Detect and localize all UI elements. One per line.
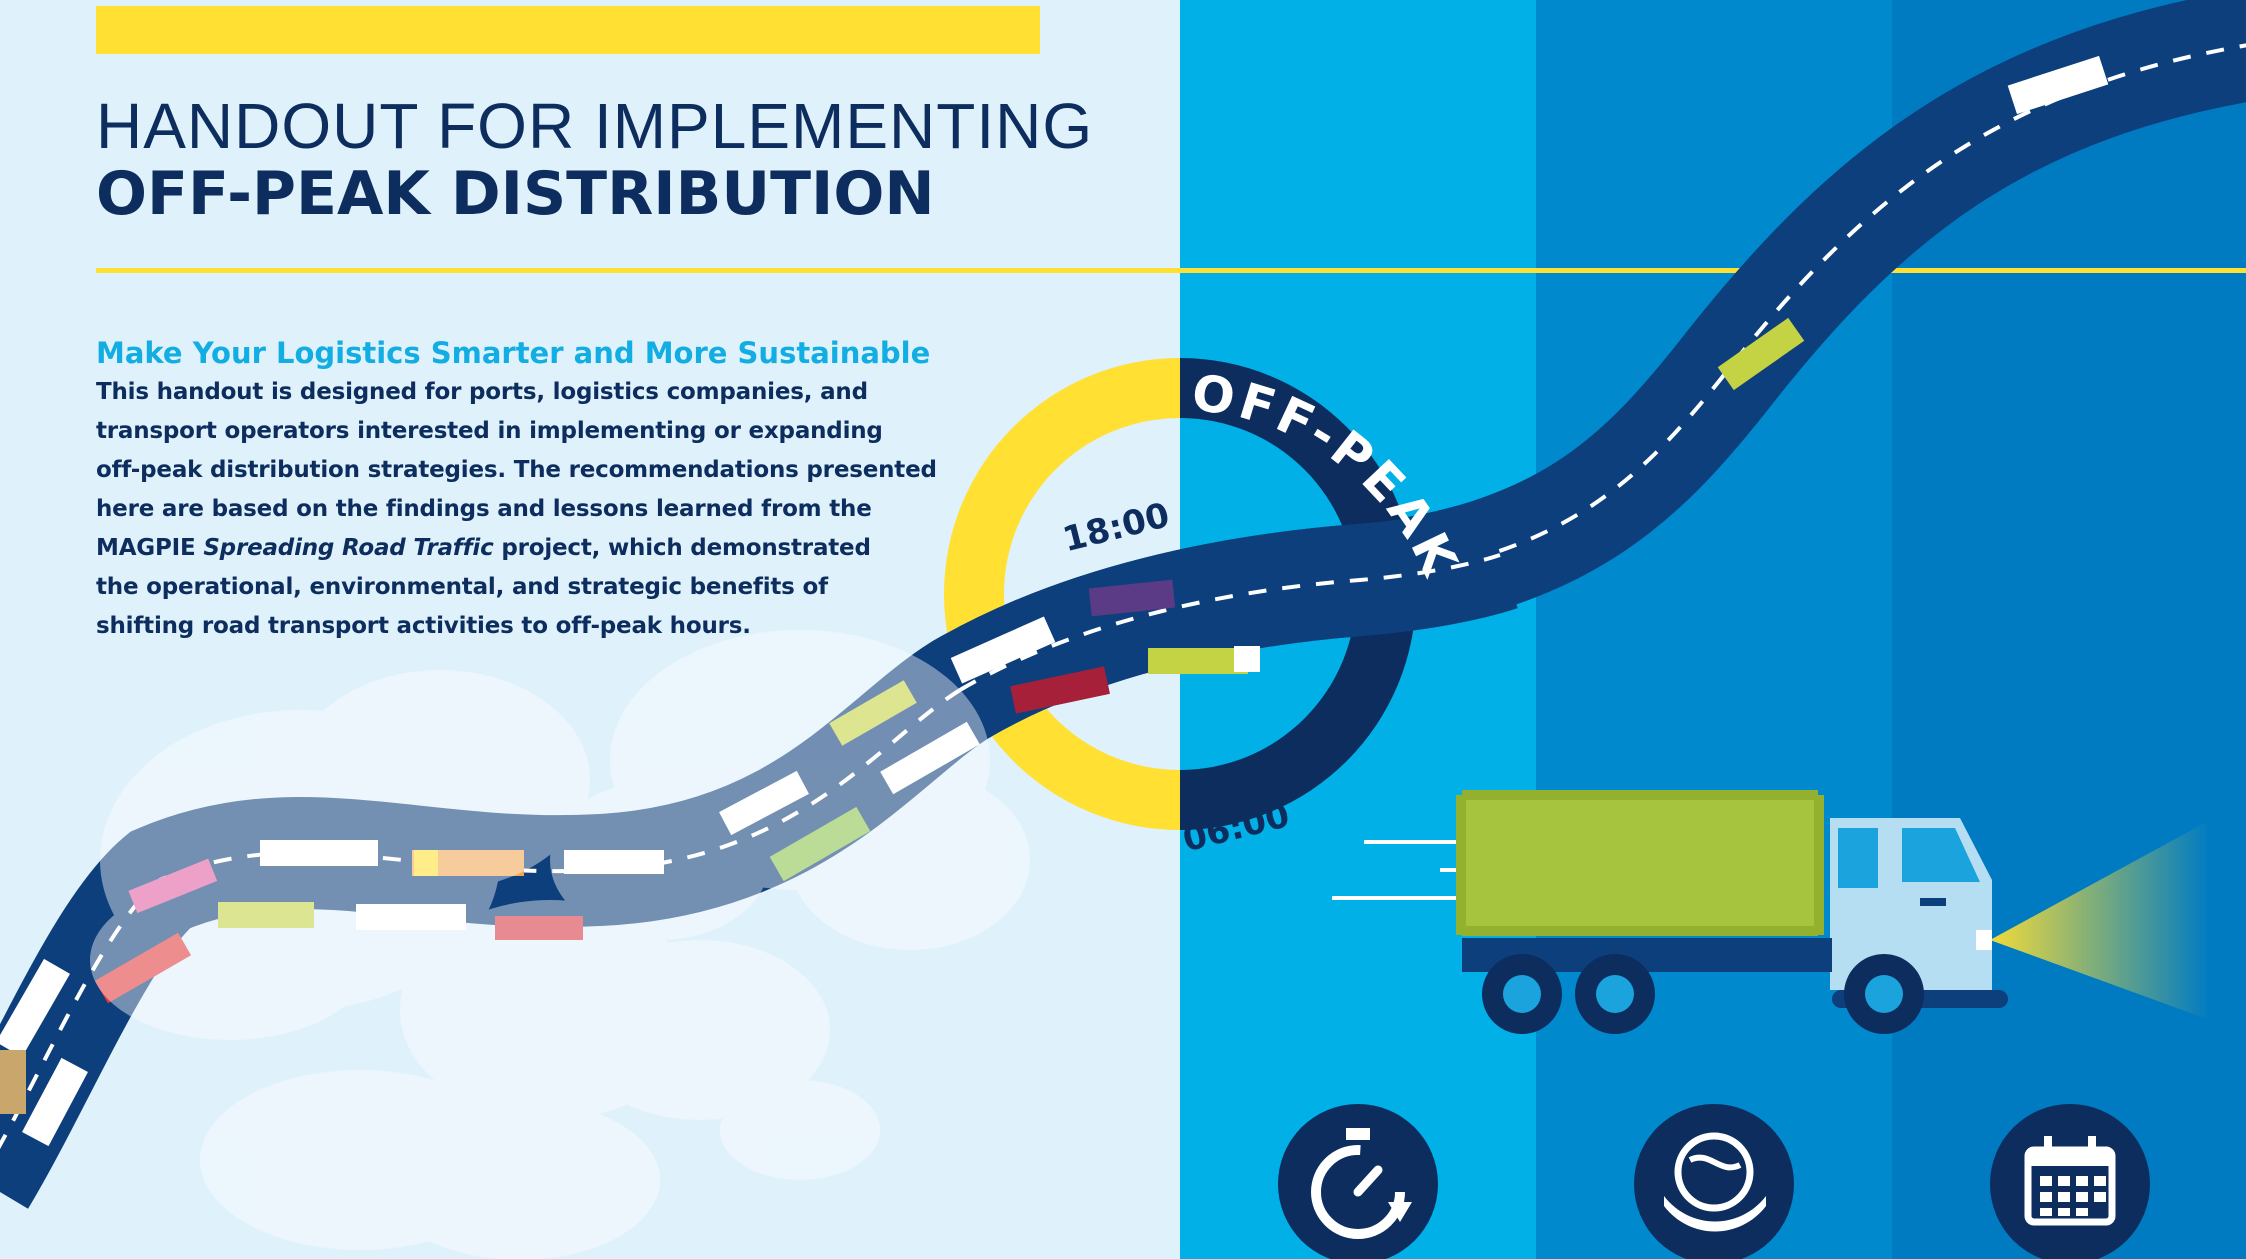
intro-line: transport operators interested in implem…	[96, 418, 883, 444]
vehicle	[0, 958, 70, 1058]
divider-line	[96, 268, 2246, 273]
vehicle	[564, 850, 664, 874]
vehicle	[260, 840, 378, 866]
intro-line: shifting road transport activities to of…	[96, 613, 751, 639]
vehicle	[1010, 666, 1110, 714]
globe-hand-icon	[1634, 1104, 1794, 1259]
vehicle	[218, 902, 314, 928]
vehicle	[769, 806, 871, 882]
clouds	[90, 630, 1030, 1259]
intro-line: off-peak distribution strategies. The re…	[96, 457, 937, 483]
vehicle	[719, 770, 809, 836]
vehicle	[22, 1057, 88, 1147]
vehicle	[356, 904, 466, 930]
title-line-2: OFF-PEAK DISTRIBUTION	[96, 159, 935, 229]
truck-illustration	[1456, 790, 2210, 1034]
calendar-icon	[1990, 1104, 2150, 1259]
truck-container	[1462, 790, 1818, 936]
vehicle	[414, 850, 438, 876]
intro-text: MAGPIE	[96, 535, 204, 561]
header-bar	[96, 6, 1040, 54]
road-lane-marking	[958, 553, 1501, 692]
vehicle	[1088, 579, 1176, 617]
intro-paragraph: This handout is designed for ports, logi…	[96, 373, 937, 646]
vehicle	[1148, 648, 1248, 674]
vehicle	[829, 680, 917, 746]
vehicle	[880, 721, 980, 795]
vehicle	[950, 616, 1056, 684]
project-name: Spreading Road Traffic	[203, 535, 494, 561]
vehicle	[0, 1050, 26, 1114]
vehicle	[128, 858, 218, 914]
vehicle	[1234, 646, 1260, 672]
truck-windshield	[1902, 828, 1980, 882]
truck-window	[1838, 828, 1878, 888]
intro-line: MAGPIE Spreading Road Traffic project, w…	[96, 529, 916, 568]
night-ring	[1180, 358, 1416, 830]
headlight-beam	[1990, 820, 2210, 1020]
intro-line: This handout is designed for ports, logi…	[96, 379, 868, 405]
intro-text: project, which demonstrated	[493, 535, 871, 561]
vehicle	[1717, 317, 1805, 391]
intro-line: here are based on the findings and lesso…	[96, 496, 872, 522]
vehicle	[2007, 55, 2109, 115]
vehicle	[495, 916, 583, 940]
stopwatch-icon	[1278, 1104, 1438, 1259]
intro-heading: Make Your Logistics Smarter and More Sus…	[96, 336, 931, 370]
title-line-1: HANDOUT FOR IMPLEMENTING	[96, 90, 1094, 162]
vehicle	[94, 932, 192, 1004]
intro-line: the operational, environmental, and stra…	[96, 574, 828, 600]
